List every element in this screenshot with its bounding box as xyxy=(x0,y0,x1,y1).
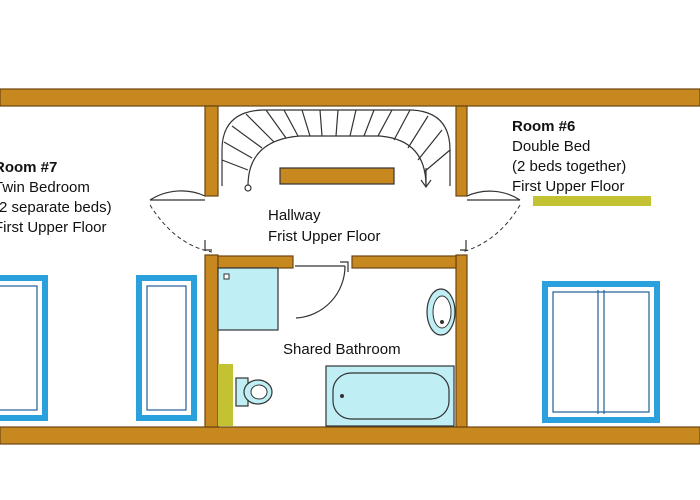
stair-inner-curve xyxy=(247,135,427,187)
right-partition-lower xyxy=(455,254,468,428)
stair-outer-curve xyxy=(221,109,451,186)
room6-double-bed xyxy=(542,281,660,423)
room6-door-path xyxy=(461,204,521,253)
walls xyxy=(0,88,700,445)
stair-landing-bar xyxy=(279,167,395,185)
room6-double-bed-inner xyxy=(552,291,650,413)
room7-label: Room #7 Twin Bedroom (2 separate beds) F… xyxy=(0,159,112,236)
stair-start-mark xyxy=(244,184,252,192)
bathroom-top-wall-left xyxy=(217,255,294,269)
stair-treads xyxy=(221,109,451,173)
beds xyxy=(0,275,660,423)
room7-line3: First Upper Floor xyxy=(0,219,107,236)
room6-door-swing xyxy=(466,190,521,201)
top-wall xyxy=(0,88,700,107)
staircase xyxy=(221,109,451,192)
room7-line1: Twin Bedroom xyxy=(0,179,90,196)
room6-line2: (2 beds together) xyxy=(512,158,626,175)
stair-direction-arrow xyxy=(420,168,432,189)
room6-bed-divider xyxy=(597,290,605,414)
bathtub-basin xyxy=(332,372,450,420)
doors xyxy=(149,190,521,319)
room7-bed-left xyxy=(0,275,48,421)
room7-bed-right-inner xyxy=(146,285,187,411)
hallway-line2: Frist Upper Floor xyxy=(268,228,381,245)
sink-drain xyxy=(440,320,444,324)
sink-bowl xyxy=(432,295,452,329)
hallway-label: Hallway Frist Upper Floor xyxy=(268,207,381,245)
room7-title: Room #7 xyxy=(0,159,57,176)
hallway-line1: Hallway xyxy=(268,207,321,224)
right-door-jamb xyxy=(460,240,467,251)
room7-bed-left-inner xyxy=(0,285,38,411)
room7-line2: (2 separate beds) xyxy=(0,199,112,216)
room7-door-path xyxy=(149,204,213,253)
room7-door-swing xyxy=(149,190,206,201)
left-partition-lower xyxy=(204,254,219,428)
left-door-jamb xyxy=(204,240,212,251)
room6-title: Room #6 xyxy=(512,118,575,135)
bathroom-top-wall-right xyxy=(351,255,457,269)
right-partition-upper xyxy=(455,105,468,197)
bench xyxy=(218,364,233,426)
bathroom-fixtures xyxy=(217,267,456,427)
shower-drain xyxy=(223,273,230,280)
bathtub-drain xyxy=(340,394,344,398)
room7-bed-right xyxy=(136,275,197,421)
bathroom-label: Shared Bathroom xyxy=(283,341,401,358)
room6-shelf xyxy=(533,196,651,206)
room6-label: Room #6 Double Bed (2 beds together) Fir… xyxy=(512,118,626,195)
toilet-seat xyxy=(250,384,268,400)
bathroom-door-swing xyxy=(295,265,346,319)
room6-line3: First Upper Floor xyxy=(512,178,625,195)
room6-line1: Double Bed xyxy=(512,138,590,155)
left-partition-upper xyxy=(204,105,219,197)
bathroom-door-handle xyxy=(340,261,349,272)
bottom-wall xyxy=(0,426,700,445)
